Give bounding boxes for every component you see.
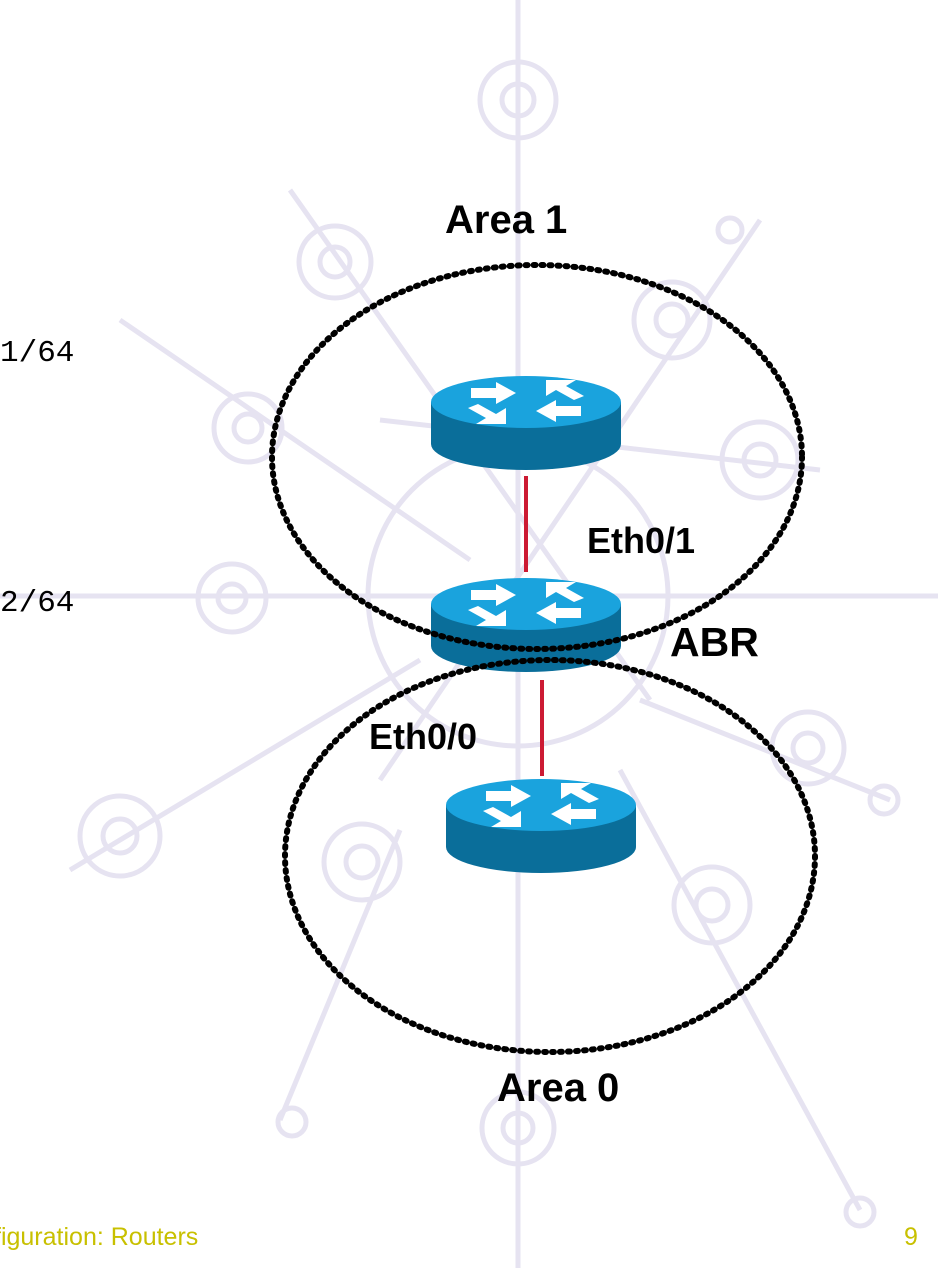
router-icon (431, 578, 621, 672)
interface-eth0-1-label: Eth0/1 (587, 520, 696, 561)
area-1-label: Area 1 (445, 198, 568, 242)
area-0-boundary (282, 657, 818, 1055)
area-1-boundary (269, 262, 805, 652)
footer-title: figuration: Routers (0, 1223, 199, 1251)
abr-label: ABR (670, 619, 759, 665)
page-number: 9 (904, 1223, 918, 1251)
router-icon (446, 779, 636, 873)
address-label-2: 2/64 (0, 586, 75, 621)
router-icon (431, 376, 621, 470)
area-0-label: Area 0 (497, 1066, 620, 1110)
interface-eth0-0-label: Eth0/0 (369, 716, 478, 757)
address-label-1: 1/64 (0, 336, 75, 371)
